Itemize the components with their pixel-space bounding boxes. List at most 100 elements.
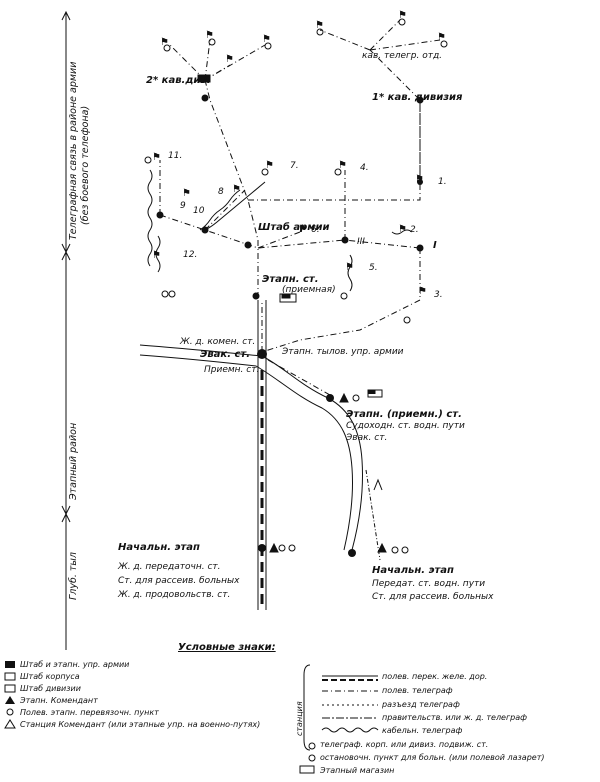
svg-text:Полев. этапн. перевязочн. пунк: Полев. этапн. перевязочн. пункт: [20, 708, 159, 717]
legend-corps-icon: [4, 672, 16, 681]
svg-text:Ж. д. передаточн. ст.: Ж. д. передаточн. ст.: [117, 562, 221, 572]
flag-icon: ⚑: [315, 20, 324, 31]
corps-labels: 11. 10 9 8 7. 12. 4. 6. III 5. 1. 2. I 3…: [168, 151, 447, 300]
svg-text:1.: 1.: [438, 177, 447, 187]
node-corps-1: [417, 179, 423, 185]
legend-station-icon: [4, 719, 16, 729]
svg-text:Этапн. Комендант: Этапн. Комендант: [19, 696, 98, 705]
svg-text:7.: 7.: [290, 161, 299, 171]
svg-text:Ст. для рассеив. больных: Ст. для рассеив. больных: [372, 592, 494, 602]
svg-text:8: 8: [218, 187, 224, 197]
side-label-deep-rear: Глуб. тыл: [68, 552, 79, 600]
node-etap-station: [252, 292, 260, 300]
node-corps-10: [201, 226, 209, 234]
legend-division-icon: [4, 684, 16, 693]
svg-text:10: 10: [193, 206, 205, 216]
label-etap-priem-river: Этапн. (приемн.) ст.: [346, 409, 462, 420]
svg-text:2.: 2.: [410, 225, 419, 235]
legend-magazine-icon: [299, 765, 315, 774]
node-cav2: [201, 94, 209, 102]
svg-text:Начальн. этап: Начальн. этап: [372, 565, 454, 576]
nodes: [156, 94, 424, 557]
flag-icon: ⚑: [418, 286, 427, 297]
legend-telegraph-mobile-icon: [308, 742, 316, 750]
label-army-hq: Штаб армии: [258, 221, 329, 233]
svg-text:9: 9: [180, 201, 186, 211]
svg-text:I: I: [433, 240, 437, 251]
label-etap-reception: Этапн. ст.: [262, 274, 319, 285]
flag-icon: ⚑: [152, 250, 161, 261]
legend-dressing-icon: [6, 708, 14, 716]
side-label-army-area: Телеграфная связь в районе армии: [68, 62, 79, 240]
svg-text:5.: 5.: [369, 263, 378, 273]
svg-text:III: III: [357, 237, 365, 247]
bottom-left-block: Начальн. этап Ж. д. передаточн. ст. Ст. …: [117, 542, 240, 600]
svg-text:кабельн. телеграф: кабельн. телеграф: [382, 726, 463, 735]
bottom-right-block: Начальн. этап Передат. ст. водн. пути Ст…: [372, 565, 494, 602]
flag-icon: ⚑: [232, 184, 241, 195]
legend-commandant-icon: [5, 696, 15, 704]
label-evak: Эвак. ст.: [200, 349, 250, 360]
svg-text:11.: 11.: [168, 151, 182, 161]
svg-text:Штаб дивизии: Штаб дивизии: [20, 684, 81, 693]
node-corps-11: [156, 211, 164, 219]
flag-icon: ⚑: [298, 224, 307, 235]
flag-icon: ⚑: [225, 54, 234, 65]
flag-icon: ⚑: [265, 160, 274, 171]
legend-right-station: станция: [295, 701, 304, 736]
svg-text:Станция Комендант (или этапные: Станция Комендант (или этапные упр. на в…: [20, 720, 260, 729]
flag-icon: ⚑: [160, 37, 169, 48]
legend-halt-icon: [308, 754, 316, 762]
node-junction: [257, 349, 267, 359]
flag-icon: ⚑: [345, 262, 354, 273]
svg-text:правительств. или ж. д. телегр: правительств. или ж. д. телеграф: [382, 713, 527, 722]
label-cav-tel: кав. телегр. отд.: [362, 51, 442, 61]
legend-title: Условные знаки:: [178, 642, 276, 653]
svg-text:полев. телеграф: полев. телеграф: [382, 686, 453, 695]
army-hq-flag-icon: [197, 74, 211, 83]
svg-text:Штаб корпуса: Штаб корпуса: [20, 672, 80, 681]
flag-icon: ⚑: [398, 10, 407, 21]
flag-icon: ⚑: [398, 224, 407, 235]
legend-army-hq-icon: [5, 661, 15, 668]
label-zhd-kom: Ж. д. комен. ст.: [179, 337, 255, 347]
side-label-army-area-note: (без боевого телефона): [80, 106, 91, 225]
label-evak2: Эвак. ст.: [345, 433, 387, 443]
svg-text:разъезд телеграф: разъезд телеграф: [381, 700, 460, 709]
flag-icon: ⚑: [437, 32, 446, 43]
svg-text:4.: 4.: [360, 163, 369, 173]
svg-text:Этапный магазин: Этапный магазин: [319, 766, 394, 775]
flag-icon: ⚑: [182, 188, 191, 199]
label-sudokhod: Судоходн. ст. водн. пути: [346, 421, 465, 431]
svg-text:12.: 12.: [183, 250, 197, 260]
svg-text:телеграф. корп. или дивиз. под: телеграф. корп. или дивиз. подвиж. ст.: [320, 740, 488, 749]
side-label-etap-area: Этапный район: [68, 423, 79, 501]
side-bracket: [61, 10, 71, 650]
node-start-river: [348, 549, 356, 557]
svg-text:Штаб и этапн. упр. армии: Штаб и этапн. упр. армии: [20, 660, 129, 669]
node-river-station: [326, 394, 334, 402]
svg-text:Передат. ст. водн. пути: Передат. ст. водн. пути: [372, 579, 485, 589]
flag-icons: ⚑ ⚑ ⚑ ⚑ ⚑ ⚑ ⚑ ⚑ ⚑ ⚑ ⚑ ⚑ ⚑ ⚑ ⚑ ⚑ ⚑ ⚑: [152, 10, 446, 297]
legend-right: [299, 664, 379, 774]
svg-text:полев. перек. желе. дор.: полев. перек. желе. дор.: [382, 672, 487, 681]
flag-icon: ⚑: [205, 30, 214, 41]
station-symbols: [168, 74, 409, 554]
label-cav2: 2* кав.див.: [146, 75, 211, 86]
legend-left: Штаб и этапн. упр. армии Штаб корпуса Шт…: [4, 660, 260, 729]
flag-icon: ⚑: [338, 160, 347, 171]
telegraph-lines: [159, 19, 441, 396]
label-cav1: 1* кав. дивизия: [372, 92, 463, 103]
svg-text:6.: 6.: [311, 225, 320, 235]
legend-right-labels: полев. перек. желе. дор. полев. телеграф…: [319, 672, 544, 775]
flag-icon: ⚑: [262, 34, 271, 45]
node-start-rail: [258, 544, 266, 552]
label-etap-reception-sub: (приемная): [282, 285, 336, 295]
cable-lines: [147, 169, 413, 292]
node-corps-III: [341, 236, 349, 244]
open-circles: [144, 18, 448, 324]
label-etap-rear-hq: Этапн. тылов. упр. армии: [281, 347, 404, 357]
node-army-hq: [244, 241, 252, 249]
svg-text:Ж. д. продовольств. ст.: Ж. д. продовольств. ст.: [117, 590, 230, 600]
